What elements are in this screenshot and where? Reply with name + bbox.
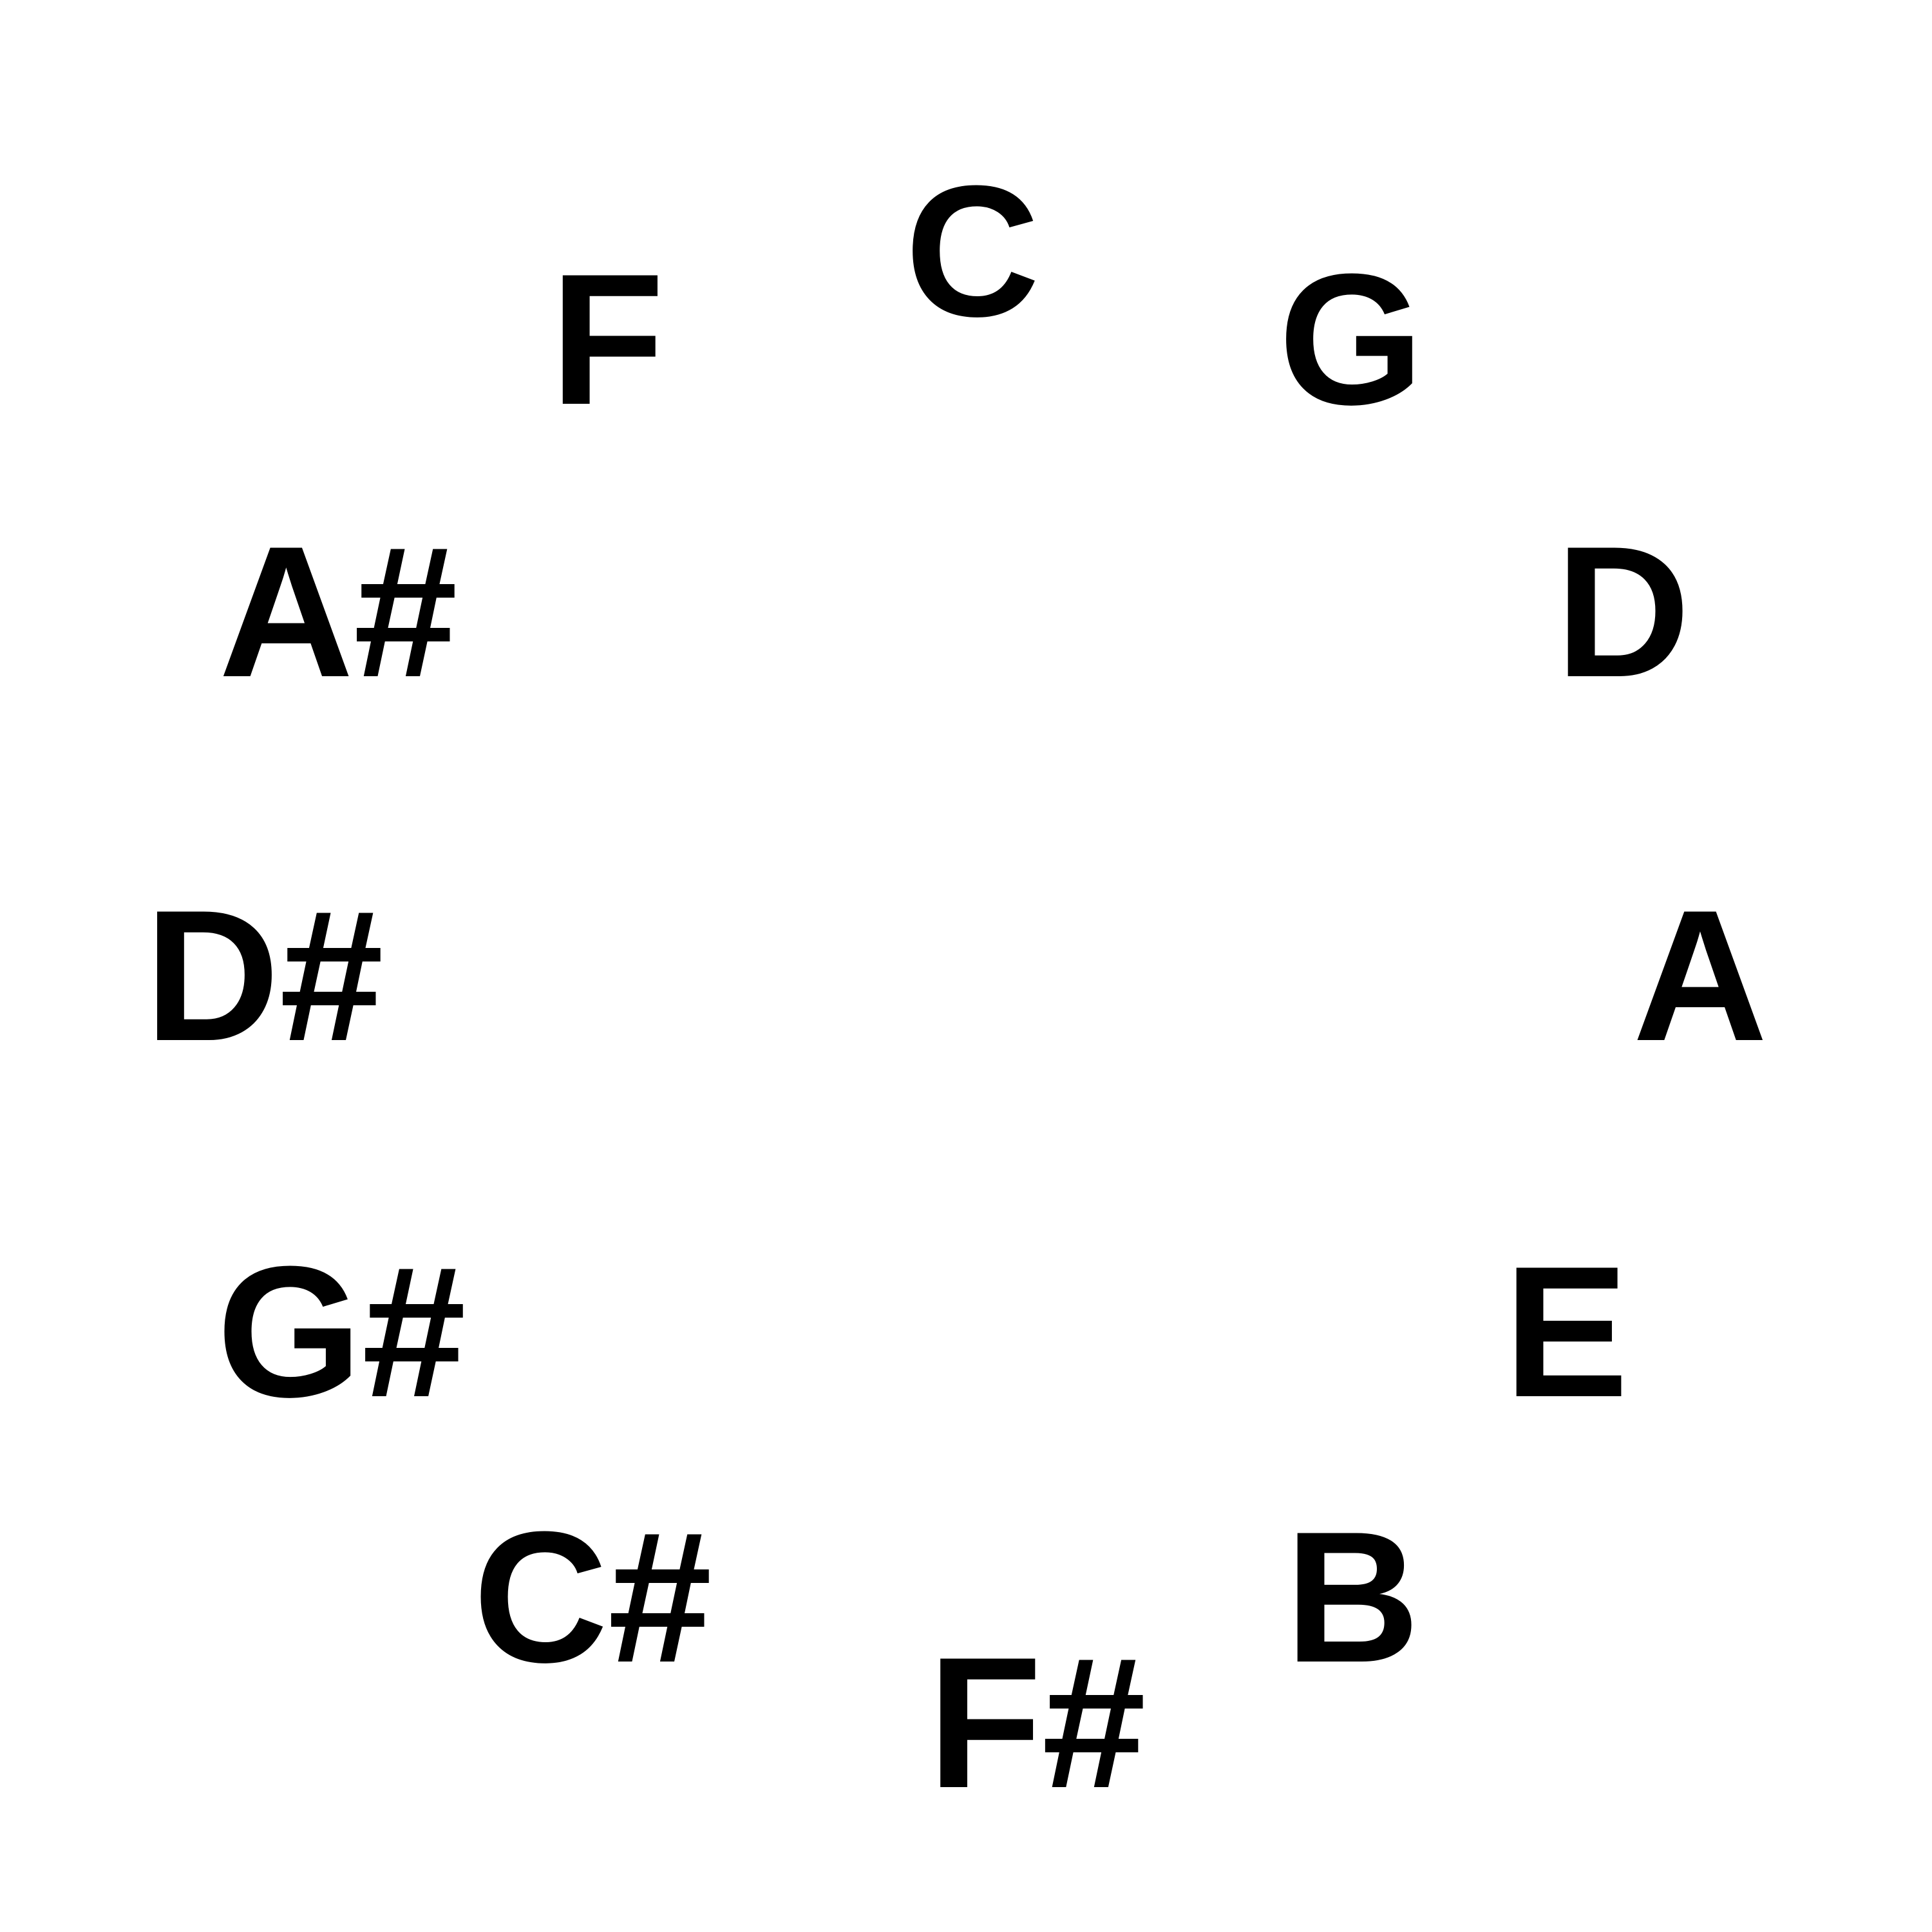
note-g-sharp: G#: [216, 1227, 466, 1436]
note-e: E: [1504, 1227, 1629, 1436]
note-d: D: [1555, 507, 1690, 716]
note-a: A: [1633, 871, 1768, 1080]
note-c-sharp: C#: [473, 1493, 712, 1701]
note-f-sharp: F#: [927, 1618, 1146, 1827]
note-c: C: [905, 147, 1040, 355]
note-b: B: [1285, 1493, 1420, 1701]
note-d-sharp: D#: [144, 871, 384, 1080]
note-f: F: [550, 235, 665, 444]
note-g: G: [1278, 235, 1424, 444]
note-a-sharp: A#: [218, 507, 458, 716]
